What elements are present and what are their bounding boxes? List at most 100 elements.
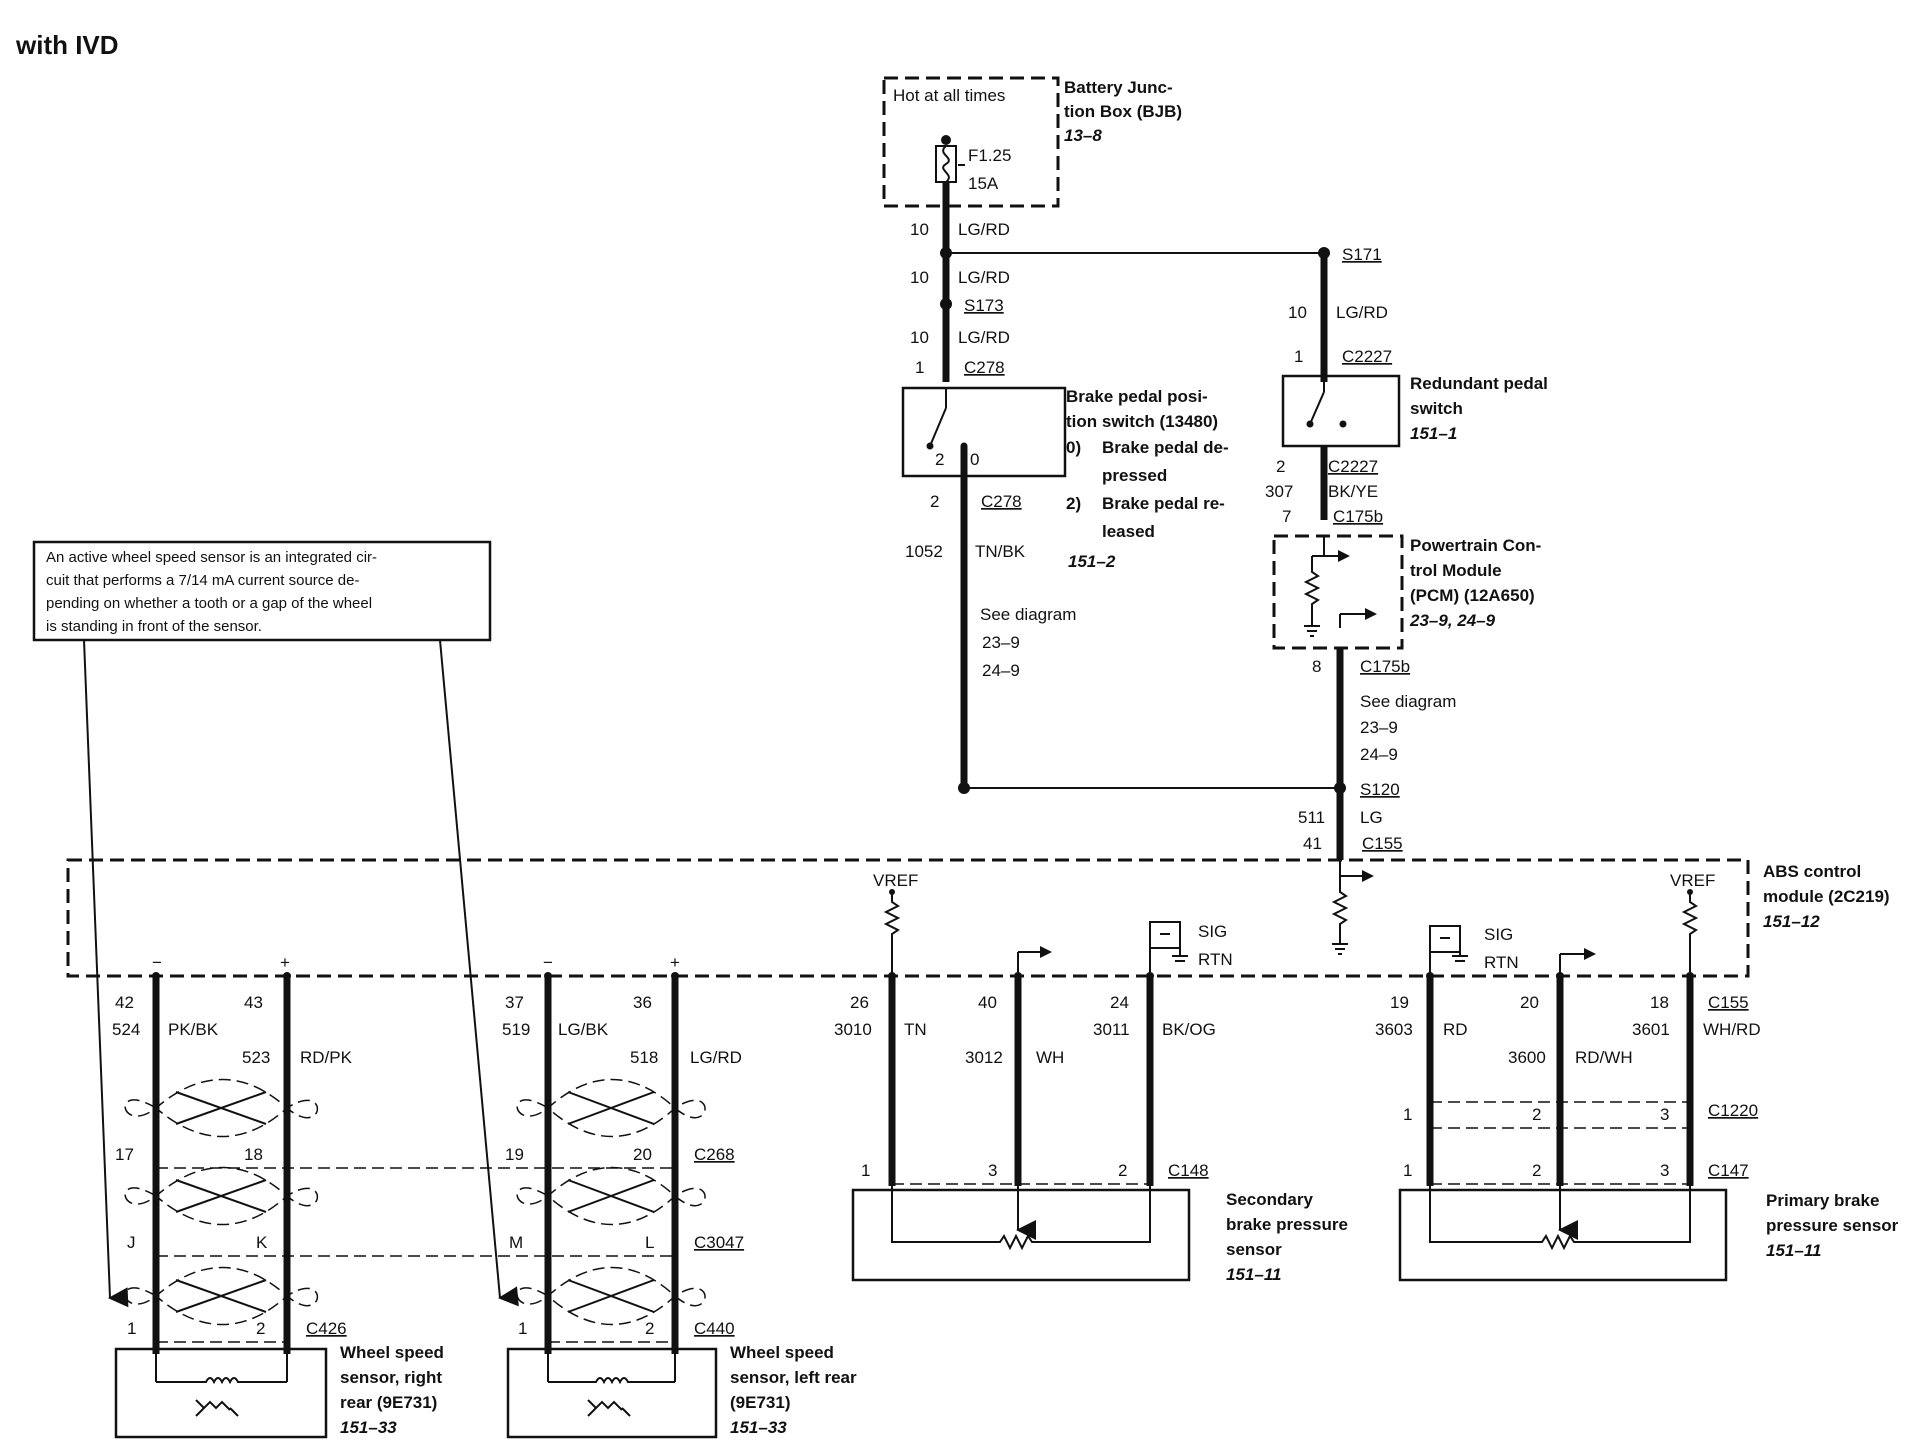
feed-color-2: LG/RD [958, 268, 1010, 287]
lr-sensor-box [506, 1347, 718, 1439]
fuse-rating: 15A [968, 174, 999, 193]
pcm-pin-in: 7 [1282, 507, 1291, 526]
sec-color-1: TN [904, 1020, 927, 1039]
pcm-conn-in: C175b [1333, 507, 1383, 526]
lr-sensor-connector: C440 [694, 1319, 735, 1338]
switch-blade-icon [929, 407, 947, 447]
bpp-switch-box [901, 386, 1067, 478]
lr-twist-icon-2 [516, 1166, 706, 1226]
s173-label: S173 [964, 296, 1004, 315]
bpp-legend-3b: leased [1102, 522, 1155, 541]
abs-vref-secondary: VREF [873, 871, 918, 890]
rr-color-minus: PK/BK [168, 1020, 219, 1039]
bpp-title-1: Brake pedal posi- [1066, 387, 1208, 406]
bpp-pos-a: 2 [935, 450, 944, 469]
note-line-1: An active wheel speed sensor is an integ… [46, 549, 377, 566]
lr-c268-pin-minus: 19 [505, 1145, 524, 1164]
sig-primary-icon [1584, 948, 1596, 960]
sec-circuit-2: 3012 [965, 1048, 1003, 1067]
pcm-output-icon [1365, 608, 1377, 620]
pcm-title-1: Powertrain Con- [1410, 536, 1541, 555]
abs-brake-input-icon [1362, 870, 1374, 882]
pcm-see-ref-2: 24–9 [1360, 745, 1398, 764]
bpp-title-2: tion switch (13480) [1066, 412, 1218, 431]
pri-sensor-pin-2: 2 [1532, 1161, 1541, 1180]
bpp-see: See diagram [980, 605, 1076, 624]
pri-ref: 151–11 [1766, 1241, 1821, 1260]
rps-out-color: BK/YE [1328, 482, 1378, 501]
feed-color-1: LG/RD [958, 220, 1010, 239]
abs-ref: 151–12 [1763, 912, 1820, 931]
lr-c268-pin-plus: 20 [633, 1145, 652, 1164]
note-box [32, 540, 492, 642]
vref-resistor-secondary-icon [883, 892, 901, 976]
pcm-see: See diagram [1360, 692, 1456, 711]
bpp-legend-0b: Brake pedal de- [1102, 438, 1229, 457]
rr-twist-icon-3 [124, 1266, 319, 1326]
pcm-out-color: LG [1360, 808, 1383, 827]
pri-circuit-3: 3601 [1632, 1020, 1670, 1039]
lr-circuit-plus: 518 [630, 1048, 658, 1067]
lr-pin-minus: 37 [505, 993, 524, 1012]
rtn-secondary-box [1149, 921, 1181, 949]
rr-c268-pin-plus: 18 [244, 1145, 263, 1164]
pri-pin-1: 19 [1390, 993, 1409, 1012]
lr-twist-icon-1 [516, 1078, 706, 1138]
rps-title-2: switch [1410, 399, 1463, 418]
abs-title-2: module (2C219) [1763, 887, 1890, 906]
bjb-title-1: Battery Junc- [1064, 78, 1173, 97]
pcm-resistor-icon [1303, 556, 1321, 626]
feed-gauge-1: 10 [910, 220, 929, 239]
rps-ref: 151–1 [1410, 424, 1457, 443]
abs-rtn-secondary: RTN [1198, 950, 1233, 969]
pri-c155: C155 [1708, 993, 1749, 1012]
rr-minus: − [152, 953, 162, 972]
pri-pin-2: 20 [1520, 993, 1539, 1012]
pri-pin-3: 18 [1650, 993, 1669, 1012]
pri-sensor-pin-1: 1 [1403, 1161, 1412, 1180]
bpp-legend-2b: Brake pedal re- [1102, 494, 1225, 513]
lr-sensor-pin-2: 2 [645, 1319, 654, 1338]
note-line-2: cuit that performs a 7/14 mA current sou… [46, 572, 359, 589]
pri-title-2: pressure sensor [1766, 1216, 1899, 1235]
pcm-ref: 23–9, 24–9 [1409, 611, 1496, 630]
abs-rtn-primary: RTN [1484, 953, 1519, 972]
bpp-legend-0a: 0) [1066, 438, 1081, 457]
rr-title-1: Wheel speed [340, 1343, 444, 1362]
pri-connector: C147 [1708, 1161, 1749, 1180]
lr-c3047-pin-minus: M [509, 1233, 523, 1252]
bpp-out-circuit: 1052 [905, 542, 943, 561]
sec-pin-1: 26 [850, 993, 869, 1012]
pri-c1220-pin-1: 1 [1403, 1105, 1412, 1124]
lr-plus: + [670, 953, 680, 972]
bpp-see-ref-2: 24–9 [982, 661, 1020, 680]
lr-minus: − [543, 953, 553, 972]
sec-circuit-1: 3010 [834, 1020, 872, 1039]
pri-sensor-box [1398, 1188, 1728, 1282]
bpp-pos-b: 0 [970, 450, 979, 469]
abs-resistor-icon [1331, 876, 1349, 944]
c3047-label: C3047 [694, 1233, 744, 1252]
bjb-bus-dot [941, 135, 951, 145]
rr-circuit-plus: 523 [242, 1048, 270, 1067]
sig-secondary-icon [1040, 946, 1052, 958]
bjb-box [882, 76, 1060, 208]
lr-ref: 151–33 [730, 1418, 787, 1437]
rr-circuit-minus: 524 [112, 1020, 140, 1039]
lr-twist-icon-3 [516, 1266, 706, 1326]
rr-sensor-connector: C426 [306, 1319, 347, 1338]
rr-sensor-pin-2: 2 [256, 1319, 265, 1338]
feed-gauge-3: 10 [910, 328, 929, 347]
sec-pin-3: 24 [1110, 993, 1129, 1012]
rr-c268-pin-minus: 17 [115, 1145, 134, 1164]
rr-c3047-pin-minus: J [127, 1233, 136, 1252]
bpp-legend-2a: 2) [1066, 494, 1081, 513]
pcm-pin-out: 8 [1312, 657, 1321, 676]
sec-ref: 151–11 [1226, 1265, 1281, 1284]
feed-color-3: LG/RD [958, 328, 1010, 347]
lr-pin-plus: 36 [633, 993, 652, 1012]
rr-title-2: sensor, right [340, 1368, 442, 1387]
abs-pin-dots [152, 972, 1694, 980]
lr-title-3: (9E731) [730, 1393, 790, 1412]
s120-label: S120 [1360, 780, 1400, 799]
